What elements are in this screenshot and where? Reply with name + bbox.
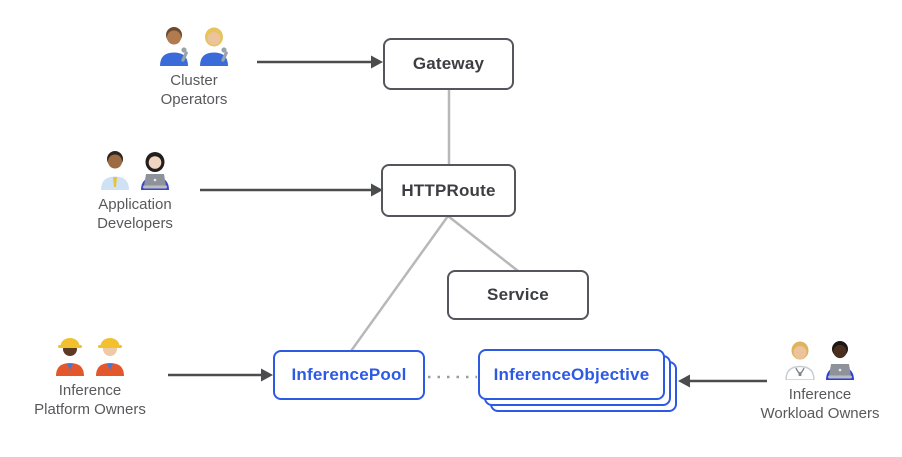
inference-objective-node-label: InferenceObjective — [493, 364, 650, 384]
edge-httproute-inference-pool — [349, 215, 450, 352]
application-developers-icons — [98, 150, 172, 190]
arrow-workload-owners-to-inference-objective — [678, 374, 767, 388]
man-office-worker-emoji — [101, 151, 129, 190]
service-node-label: Service — [487, 285, 549, 304]
application-developers-label-line1: Application — [98, 196, 172, 213]
man-construction-worker-emoji — [96, 338, 124, 376]
health-worker-emoji — [785, 341, 815, 380]
httproute-node: HTTPRoute — [381, 164, 516, 217]
inference-pool-node-label: InferencePool — [291, 365, 407, 384]
persona-inference-workload-owners: Inference Workload Owners — [728, 340, 902, 424]
man-mechanic-emoji — [160, 27, 188, 66]
inference-platform-owners-label-line1: Inference — [58, 382, 122, 399]
service-node: Service — [447, 270, 589, 320]
persona-cluster-operators: Cluster Operators — [109, 26, 279, 110]
man-technologist-emoji — [826, 341, 854, 380]
cluster-operators-icons — [157, 26, 231, 66]
woman-construction-worker-emoji — [56, 338, 84, 376]
httproute-node-label: HTTPRoute — [401, 180, 496, 200]
cluster-operators-label: Cluster Operators — [161, 72, 228, 110]
persona-application-developers: Application Developers — [50, 150, 220, 234]
application-developers-label-line2: Developers — [97, 214, 173, 232]
woman-mechanic-emoji — [200, 27, 228, 66]
inference-platform-owners-icons — [53, 336, 127, 376]
inference-workload-owners-icons — [783, 340, 857, 380]
arrow-platform-owners-to-inference-pool — [168, 368, 273, 382]
gateway-node-label: Gateway — [412, 54, 485, 73]
persona-inference-platform-owners: Inference Platform Owners — [0, 336, 180, 420]
arrow-cluster-operators-to-gateway — [257, 55, 383, 69]
inference-platform-owners-label-line2: Platform Owners — [34, 400, 146, 418]
inference-workload-owners-label: Inference Workload Owners — [761, 386, 880, 424]
woman-technologist-emoji — [141, 152, 169, 190]
inference-pool-node: InferencePool — [273, 350, 425, 400]
inference-workload-owners-label-line2: Workload Owners — [760, 404, 880, 422]
inference-objective-node: InferenceObjective — [478, 349, 665, 400]
application-developers-label: Application Developers — [97, 196, 173, 234]
inference-workload-owners-label-line1: Inference — [788, 386, 852, 403]
inference-platform-owners-label: Inference Platform Owners — [34, 382, 146, 420]
cluster-operators-label-line2: Operators — [160, 90, 228, 108]
arrow-application-developers-to-httproute — [200, 183, 383, 197]
gateway-node: Gateway — [383, 38, 514, 90]
cluster-operators-label-line1: Cluster — [170, 72, 218, 89]
edge-httproute-service — [447, 215, 519, 272]
